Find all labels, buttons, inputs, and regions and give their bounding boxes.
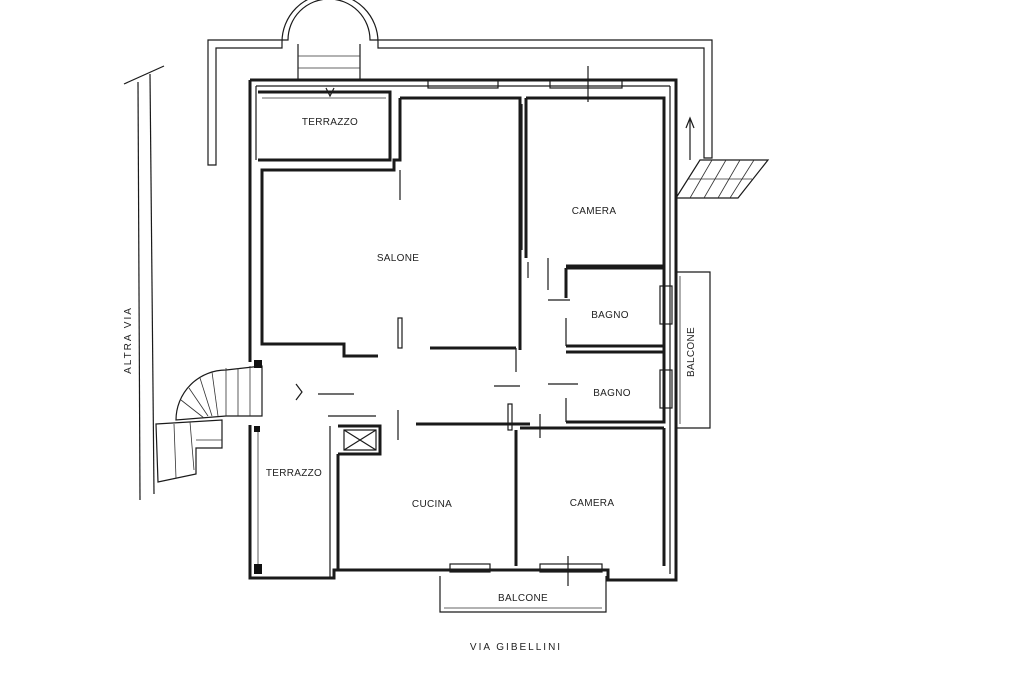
right-stair [674, 116, 770, 199]
right-balcone-outline [659, 271, 711, 429]
label-bagno-2: BAGNO [593, 388, 631, 399]
label-balcone-right: BALCONE [686, 327, 697, 377]
label-salone: SALONE [377, 253, 419, 264]
street-label-left: ALTRA VIA [123, 306, 134, 374]
left-terrazzo-walls [248, 425, 331, 578]
cucina-walls [336, 410, 530, 573]
corridor-marks [295, 383, 541, 438]
left-street [123, 65, 165, 501]
label-camera-bottom: CAMERA [570, 498, 615, 509]
camera-top-walls [521, 96, 666, 290]
salone-walls [260, 96, 522, 372]
bagni-walls [548, 266, 666, 424]
street-label-bottom: VIA GIBELLINI [470, 642, 562, 653]
left-stair [155, 360, 263, 483]
top-terrace-room [258, 87, 392, 162]
bottom-balcone-outline [439, 576, 607, 613]
label-balcone-bottom: BALCONE [498, 593, 548, 604]
label-terrazzo-left: TERRAZZO [266, 468, 322, 479]
label-cucina: CUCINA [412, 499, 452, 510]
outer-terrace-outline [207, 0, 713, 166]
label-camera-top: CAMERA [572, 206, 617, 217]
building-walls [248, 66, 678, 582]
camera-bottom-walls [520, 426, 666, 586]
label-bagno-1: BAGNO [591, 310, 629, 321]
label-terrazzo-top: TERRAZZO [302, 117, 358, 128]
